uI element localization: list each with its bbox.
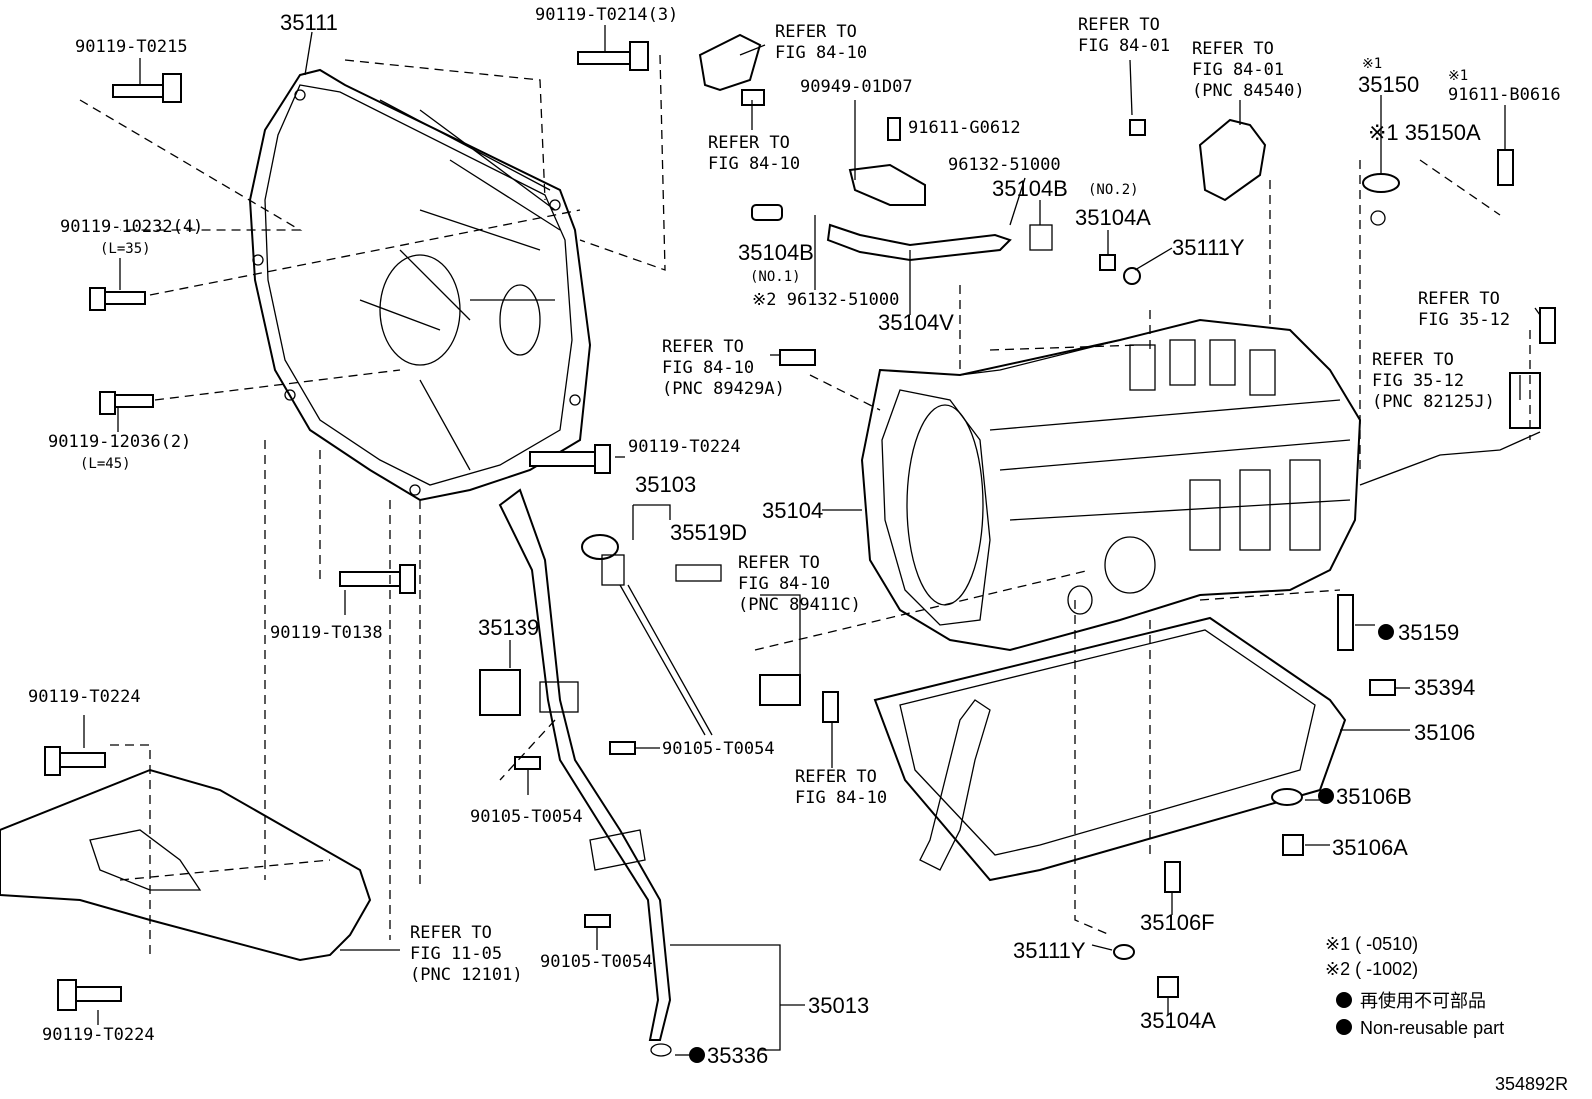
label-91611-B0616-mark: ※1	[1448, 68, 1468, 84]
label-90105-T0054-b: 90105-T0054	[470, 807, 583, 827]
label-35111: 35111	[280, 10, 338, 35]
label-35106: 35106	[1414, 720, 1475, 745]
label-90119-T0224-c: 90119-T0224	[42, 1025, 155, 1045]
label-35111Y-top: 35111Y	[1172, 235, 1245, 260]
label-90105-T0054-c: 90105-T0054	[540, 952, 653, 972]
label-35159: 35159	[1398, 620, 1459, 645]
label-35139: 35139	[478, 615, 539, 640]
dipstick-drawing	[581, 534, 713, 736]
label-ref-fig-35-12-b-l1: REFER TO	[1372, 350, 1454, 370]
label-90119-T0224-b: 90119-T0224	[28, 687, 141, 707]
legend-nonreusable-dot-en	[1336, 1019, 1352, 1035]
label-ref-fig-84-01-b-l3: (PNC 84540)	[1192, 81, 1305, 101]
dipstick-tube-drawing	[498, 488, 672, 1057]
label-ref-fig-84-10-b-l2: FIG 84-10	[708, 154, 800, 174]
label-ref-fig-84-10-bottom-l2: FIG 84-10	[795, 788, 887, 808]
label-90119-10232-length: (L=35)	[100, 241, 151, 257]
label-35336: 35336	[707, 1043, 768, 1068]
nonreusable-marker-35336	[689, 1047, 705, 1063]
label-35104B-no1-sub: (NO.1)	[750, 269, 801, 285]
label-ref-fig-11-05-l2: FIG 11-05	[410, 944, 502, 964]
legend-nonreusable-en: Non-reusable part	[1360, 1018, 1504, 1038]
legend-note-1: ※1 ( -0510)	[1325, 934, 1418, 954]
label-ref-fig-84-10-89429A-l2: FIG 84-10	[662, 358, 754, 378]
label-90119-T0214: 90119-T0214(3)	[535, 5, 678, 25]
label-ref-fig-35-12-b-l3: (PNC 82125J)	[1372, 392, 1495, 412]
label-ref-fig-84-10-b-l1: REFER TO	[708, 133, 790, 153]
label-ref-fig-11-05-l3: (PNC 12101)	[410, 965, 523, 985]
label-35150-mark: ※1	[1362, 56, 1382, 72]
label-35106A: 35106A	[1332, 835, 1408, 860]
label-35394: 35394	[1414, 675, 1475, 700]
label-35106B: 35106B	[1336, 784, 1412, 809]
label-ref-fig-84-01-a-l1: REFER TO	[1078, 15, 1160, 35]
legend: ※1 ( -0510) ※2 ( -1002) 再使用不可部品 Non-reus…	[1325, 934, 1568, 1094]
label-35104B-no2-sub: (NO.2)	[1088, 182, 1139, 198]
bell-housing-drawing	[248, 68, 592, 502]
leader-lines	[83, 25, 1541, 1056]
label-35013: 35013	[808, 993, 869, 1018]
label-35104A-top: 35104A	[1075, 205, 1151, 230]
label-35106F: 35106F	[1140, 910, 1215, 935]
label-90119-12036-length: (L=45)	[80, 456, 131, 472]
label-35150: 35150	[1358, 72, 1419, 97]
label-ref-fig-84-10-89411C-l2: FIG 84-10	[738, 574, 830, 594]
label-ref-fig-84-10-top-l1: REFER TO	[775, 22, 857, 42]
label-ref-fig-84-10-89411C-l1: REFER TO	[738, 553, 820, 573]
legend-nonreusable-jp: 再使用不可部品	[1360, 991, 1486, 1011]
label-90119-10232: 90119-10232(4)	[60, 217, 203, 237]
label-96132-51000-b: ※2 96132-51000	[752, 290, 899, 310]
label-ref-fig-84-10-89429A-l1: REFER TO	[662, 337, 744, 357]
label-ref-fig-11-05-l1: REFER TO	[410, 923, 492, 943]
label-90949-01D07: 90949-01D07	[800, 77, 913, 97]
label-35111Y-bottom: 35111Y	[1013, 938, 1086, 963]
label-90119-T0224-a: 90119-T0224	[628, 437, 741, 457]
callout-labels: 35111 90119-T0215 90119-T0214(3) 90119-1…	[28, 5, 1561, 1068]
label-35104: 35104	[762, 498, 823, 523]
oil-pan-drawing	[873, 616, 1347, 882]
label-35104B-no1: 35104B	[738, 240, 814, 265]
label-96132-51000-a: 96132-51000	[948, 155, 1061, 175]
adapter-plate-drawing	[0, 768, 372, 962]
label-ref-fig-84-01-a-l2: FIG 84-01	[1078, 36, 1170, 56]
label-ref-fig-84-10-top-l2: FIG 84-10	[775, 43, 867, 63]
label-35519D-box	[675, 564, 722, 582]
label-ref-fig-84-01-b-l2: FIG 84-01	[1192, 60, 1284, 80]
label-ref-fig-84-10-89411C-l3: (PNC 89411C)	[738, 595, 861, 615]
label-35103: 35103	[635, 472, 696, 497]
label-ref-fig-35-12-a-l1: REFER TO	[1418, 289, 1500, 309]
label-91611-G0612: 91611-G0612	[908, 118, 1021, 138]
label-35104V: 35104V	[878, 310, 954, 335]
label-90119-T0215: 90119-T0215	[75, 37, 188, 57]
label-35150A: ※1 35150A	[1368, 120, 1481, 145]
transmission-case-drawing	[860, 318, 1362, 652]
label-ref-fig-84-10-bottom-l1: REFER TO	[795, 767, 877, 787]
nonreusable-marker-35106B	[1318, 788, 1334, 804]
label-35104B-no2: 35104B	[992, 176, 1068, 201]
label-90105-T0054-a: 90105-T0054	[662, 739, 775, 759]
legend-note-2: ※2 ( -1002)	[1325, 959, 1418, 979]
label-ref-fig-84-10-89429A-l3: (PNC 89429A)	[662, 379, 785, 399]
label-35519D: 35519D	[670, 520, 747, 545]
figure-id: 354892R	[1495, 1074, 1568, 1094]
label-91611-B0616: 91611-B0616	[1448, 85, 1561, 105]
label-35104A-bottom: 35104A	[1140, 1008, 1216, 1033]
label-90119-T0138: 90119-T0138	[270, 623, 383, 643]
label-90119-12036: 90119-12036(2)	[48, 432, 191, 452]
assembly-lines	[79, 54, 1531, 960]
vent-hose-drawing	[751, 204, 1053, 262]
label-ref-fig-35-12-a-l2: FIG 35-12	[1418, 310, 1510, 330]
label-ref-fig-35-12-b-l2: FIG 35-12	[1372, 371, 1464, 391]
legend-nonreusable-dot-jp	[1336, 992, 1352, 1008]
label-ref-fig-84-01-b-l1: REFER TO	[1192, 39, 1274, 59]
fasteners	[44, 33, 1556, 1011]
nonreusable-marker-35159	[1378, 624, 1394, 640]
